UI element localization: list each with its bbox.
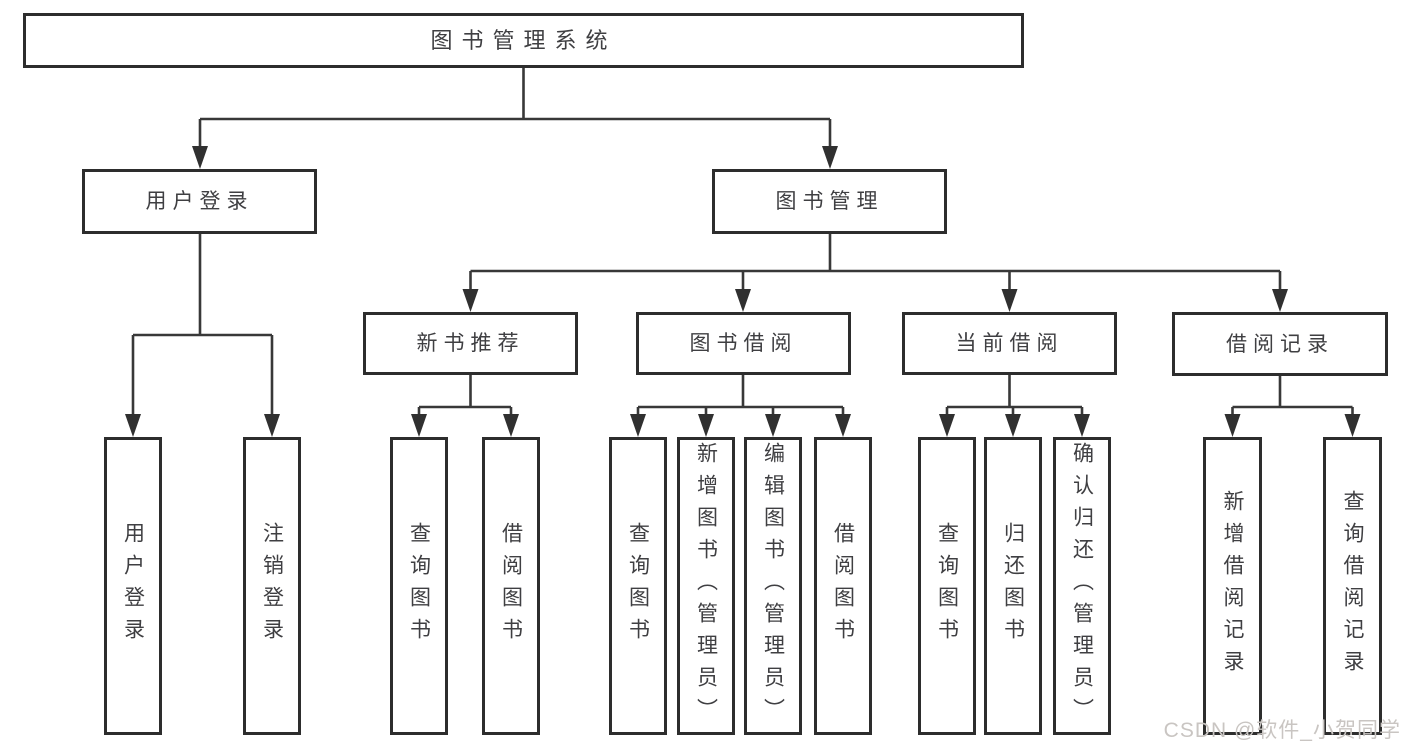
node-label: 归还图书 [1001, 522, 1025, 650]
leaf-current-return-books: 归还图书 [984, 437, 1042, 735]
node-book-borrowing: 图书借阅 [636, 312, 851, 375]
node-label: 用户登录 [121, 522, 145, 650]
node-label: 查询图书 [407, 522, 431, 650]
leaf-borrowing-borrow-books: 借阅图书 [814, 437, 872, 735]
leaf-borrowing-edit-books-admin: 编辑图书（管理员） [744, 437, 802, 735]
node-user-login: 用户登录 [82, 169, 317, 234]
node-label: 图书管理 [775, 190, 884, 213]
leaf-borrowing-add-books-admin: 新增图书（管理员） [677, 437, 735, 735]
node-label: 新增借阅记录 [1221, 490, 1244, 682]
node-label: 查询图书 [626, 522, 650, 650]
node-label: 用户登录 [145, 190, 254, 213]
node-label: 注销登录 [260, 522, 284, 650]
node-label: 查询借阅记录 [1341, 490, 1364, 682]
node-label: 确认归还（管理员） [1070, 442, 1094, 730]
leaf-current-confirm-return-admin: 确认归还（管理员） [1053, 437, 1111, 735]
leaf-borrowing-query-books: 查询图书 [609, 437, 667, 735]
leaf-current-query-books: 查询图书 [918, 437, 976, 735]
leaf-logout: 注销登录 [243, 437, 301, 735]
node-label: 图书借阅 [689, 332, 798, 355]
node-label: 新增图书（管理员） [694, 442, 718, 730]
node-new-book-recommend: 新书推荐 [363, 312, 578, 375]
node-borrowing-records: 借阅记录 [1172, 312, 1388, 376]
node-label: 编辑图书（管理员） [761, 442, 785, 730]
node-label: 图书管理系统 [430, 27, 617, 53]
node-label: 新书推荐 [416, 332, 525, 355]
node-root: 图书管理系统 [23, 13, 1024, 68]
node-label: 查询图书 [935, 522, 959, 650]
node-current-borrowing: 当前借阅 [902, 312, 1117, 375]
leaf-records-add-record: 新增借阅记录 [1203, 437, 1262, 735]
leaf-records-query-record: 查询借阅记录 [1323, 437, 1382, 735]
node-book-management: 图书管理 [712, 169, 947, 234]
leaf-user-login: 用户登录 [104, 437, 162, 735]
leaf-newbook-borrow-books: 借阅图书 [482, 437, 540, 735]
node-label: 当前借阅 [955, 332, 1064, 355]
node-label: 借阅图书 [831, 522, 855, 650]
node-label: 借阅记录 [1226, 332, 1334, 356]
watermark: CSDN @软件_小贺同学 [1163, 718, 1401, 742]
node-label: 借阅图书 [499, 522, 523, 650]
leaf-newbook-query-books: 查询图书 [390, 437, 448, 735]
